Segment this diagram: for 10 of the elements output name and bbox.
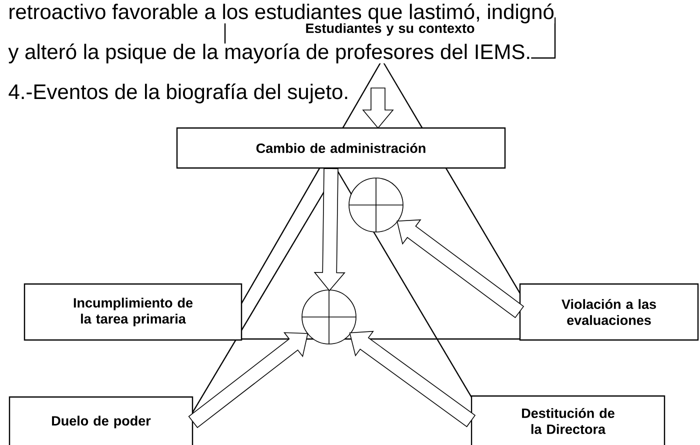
text-line: 4.-Eventos de la biografía del sujeto. <box>8 84 350 104</box>
crosshair-circle <box>348 178 404 232</box>
label-box: Cambio de administración <box>176 127 506 169</box>
block-arrow <box>314 168 346 292</box>
crosshair-circle <box>302 290 356 344</box>
label-box: Violación a las evaluaciones <box>519 283 699 341</box>
label-box: Destitución de la Directora <box>470 395 666 445</box>
label-box: Incumplimiento de la tarea primaria <box>24 283 242 341</box>
block-arrow <box>362 88 394 129</box>
label-box: Duelo de poder <box>8 396 194 445</box>
